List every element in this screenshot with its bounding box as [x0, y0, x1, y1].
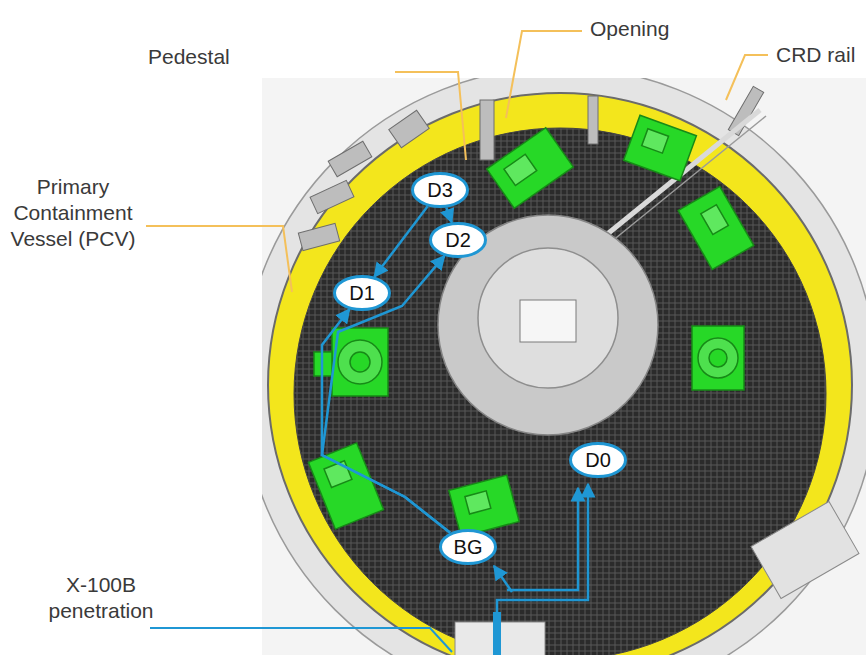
route-arrow: [446, 208, 451, 223]
route-arrow: [507, 488, 578, 590]
route-arrow: [322, 256, 450, 533]
pcv-label: Primary Containment Vessel (PCV): [2, 174, 144, 252]
grating-floor: [294, 128, 826, 655]
route-arrow: [322, 309, 450, 533]
entry-pipe: [493, 612, 501, 655]
survey-point: D0: [569, 442, 627, 478]
outer-wall: [262, 78, 866, 655]
pipe: [328, 141, 372, 177]
equipment: [308, 115, 753, 537]
equipment-unit: [692, 326, 744, 390]
leader-line: [395, 72, 466, 160]
penetration-label: X-100B penetration: [30, 572, 172, 624]
equipment-unit: [314, 328, 388, 396]
pedestal-opening: [478, 248, 618, 388]
pipe: [588, 96, 598, 144]
pcv-wall: [268, 93, 852, 655]
pipe: [310, 180, 354, 213]
survey-point: BG: [439, 529, 497, 565]
opening-label: Opening: [590, 16, 669, 42]
route-arrow: [497, 484, 588, 612]
point-label: D3: [411, 172, 469, 201]
survey-point: D3: [411, 172, 469, 208]
pedestal-inner-box: [520, 300, 576, 342]
pipe: [389, 110, 429, 148]
leader-line: [726, 55, 768, 100]
crd-rail-label: CRD rail: [776, 42, 855, 68]
route-arrow: [494, 566, 512, 592]
access-structure: [751, 502, 859, 599]
leader-line: [506, 31, 582, 118]
equipment-unit: [308, 443, 383, 529]
point-label: BG: [439, 529, 497, 558]
pedestal-label: Pedestal: [148, 44, 230, 70]
pipe: [480, 100, 494, 160]
route-arrow: [374, 206, 427, 276]
equipment-unit: [487, 128, 574, 209]
leader-line: [150, 628, 452, 652]
illustration-window: [262, 78, 866, 655]
survey-point: D2: [429, 222, 487, 258]
survey-point: D1: [333, 275, 391, 311]
equipment-unit: [449, 475, 519, 537]
equipment-unit: [678, 187, 754, 270]
pipe: [298, 223, 339, 250]
point-label: D0: [569, 442, 627, 471]
point-label: D1: [333, 275, 391, 304]
equipment-unit: [624, 115, 697, 181]
point-label: D2: [429, 222, 487, 251]
leader-line: [146, 226, 292, 292]
